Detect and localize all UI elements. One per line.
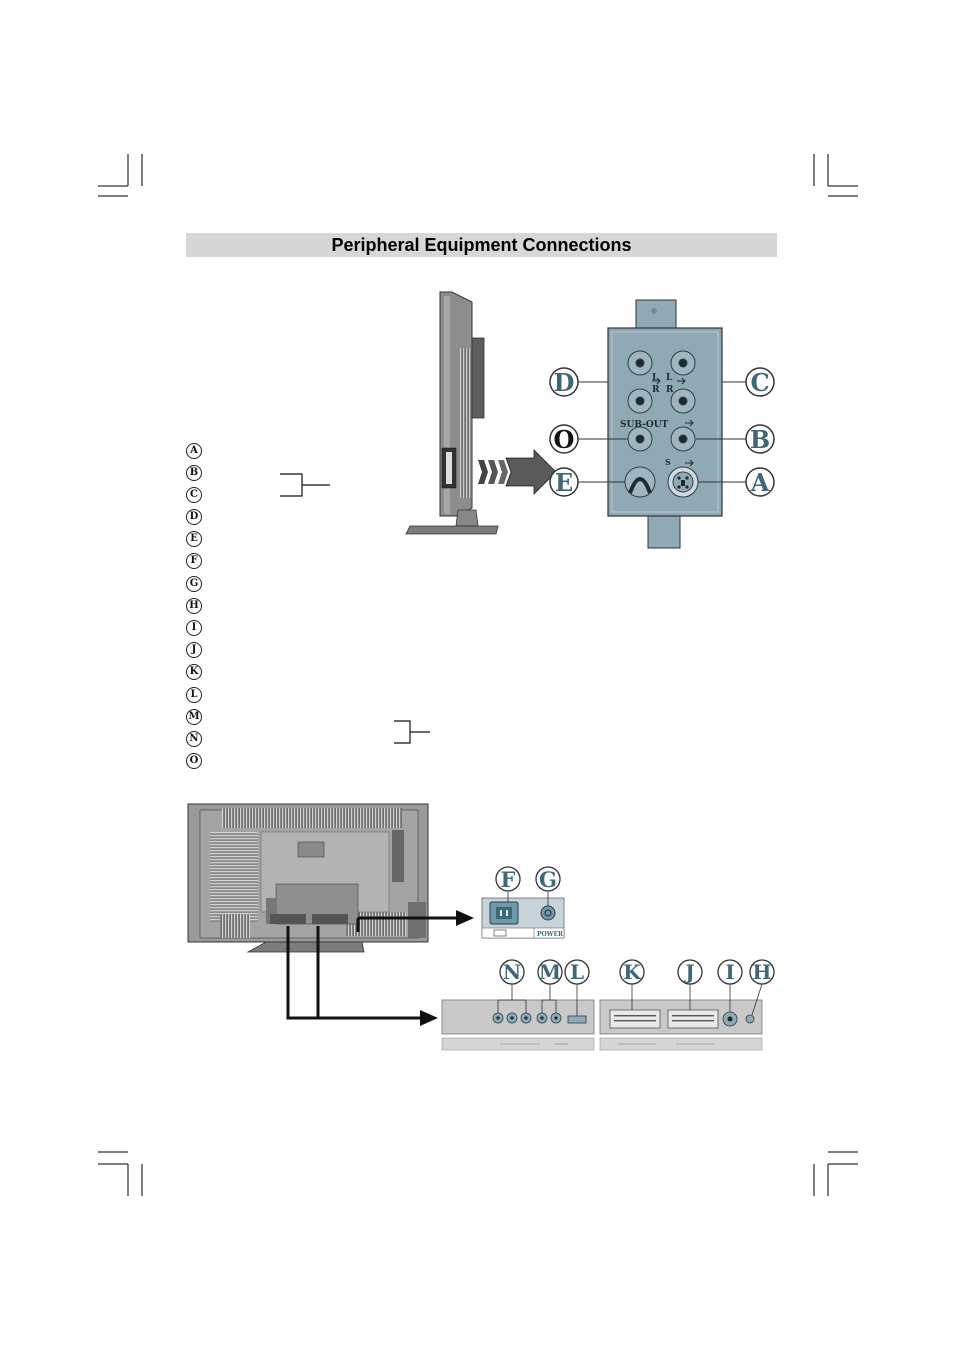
tv-side-view (405, 291, 499, 535)
rear-label-j: J (683, 960, 694, 984)
page-title: Peripheral Equipment Connections (331, 235, 632, 255)
rear-label-i: I (725, 960, 734, 984)
side-label-o: O (554, 425, 575, 454)
side-label-c: C (750, 368, 769, 397)
legend-item-m: M (186, 709, 202, 725)
power-panel-svg: POWER F G (481, 866, 565, 939)
legend-bracket-bc (280, 473, 330, 497)
power-panel: POWER F G (480, 864, 580, 940)
side-label-b: B (750, 425, 770, 454)
side-label-e: E (555, 468, 573, 497)
jack-text-sub-out: SUB-OUT (620, 420, 669, 430)
jack-text-r-right: R (666, 385, 674, 395)
rear-label-l: L (570, 960, 584, 984)
legend-item-e: E (186, 531, 202, 547)
side-connector-panel: L L R R SUB-OUT S D C O B E A (548, 297, 780, 549)
rear-label-m: M (539, 960, 561, 984)
jack-text-l-left: L (652, 373, 659, 383)
legend-item-k: K (186, 664, 202, 680)
legend-item-l: L (186, 687, 202, 703)
legend-item-n: N (186, 731, 202, 747)
legend-item-j: J (186, 642, 202, 658)
side-label-a: A (750, 468, 770, 497)
legend-item-b: B (186, 465, 202, 481)
legend-item-h: H (186, 598, 202, 614)
legend-item-g: G (186, 576, 202, 592)
side-arrow (478, 449, 557, 495)
power-label-text: POWER (537, 931, 564, 938)
side-label-d: D (554, 368, 575, 397)
power-label-f: F (501, 867, 516, 892)
rear-label-k: K (623, 960, 641, 984)
jack-text-s: S (665, 457, 671, 467)
side-connector-panel-svg: L L R R SUB-OUT S D C O B E A (549, 299, 775, 549)
jack-text-l-right: L (666, 373, 673, 383)
legend-bracket-mn (394, 720, 430, 744)
rear-label-h: H (753, 960, 772, 984)
rear-connector-panel: N M L K J I H (440, 956, 780, 1052)
rear-cables (286, 910, 474, 1026)
rear-label-n: N (503, 960, 521, 984)
legend-item-o: O (186, 753, 202, 769)
legend-item-d: D (186, 509, 202, 525)
legend-item-f: F (186, 553, 202, 569)
legend-item-c: C (186, 487, 202, 503)
power-label-g: G (539, 867, 557, 892)
legend-item-i: I (186, 620, 202, 636)
jack-text-r-left: R (652, 385, 660, 395)
title-bar: Peripheral Equipment Connections (186, 233, 777, 257)
rear-connector-panel-svg: N M L K J I H (441, 959, 775, 1051)
legend-item-a: A (186, 443, 202, 459)
